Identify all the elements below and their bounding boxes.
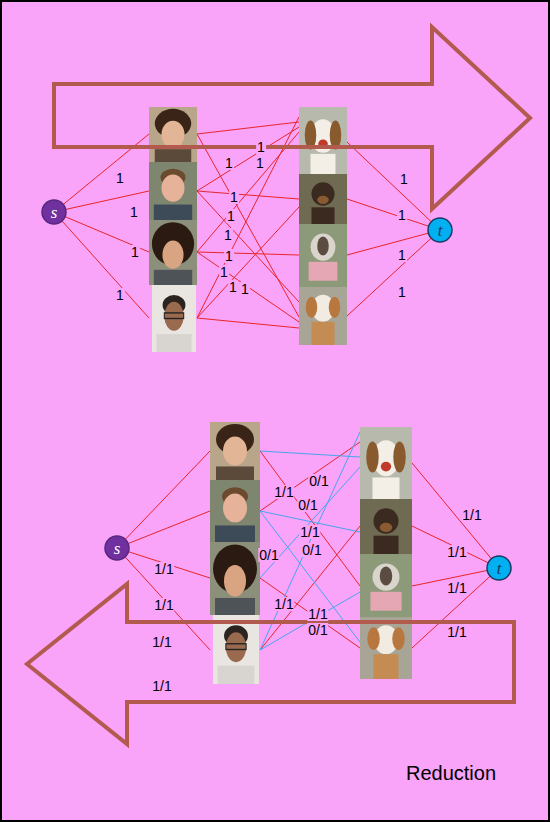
capacity-label: 0/1 — [308, 474, 329, 488]
capacity-label: 1 — [224, 249, 234, 263]
capacity-label: 1/1 — [446, 581, 467, 595]
sink-node: t — [486, 555, 512, 581]
capacity-label: 1 — [224, 156, 234, 170]
capacity-label: 1 — [228, 280, 238, 294]
capacity-label: 1/1 — [299, 525, 320, 539]
capacity-label: 0/1 — [307, 623, 328, 637]
source-node: s — [41, 199, 67, 225]
capacity-label: 1 — [115, 171, 125, 185]
capacity-label: 1 — [399, 172, 409, 186]
capacity-label: 0/1 — [301, 543, 322, 557]
node-label: t — [497, 560, 502, 577]
capacity-label: 1/1 — [307, 607, 328, 621]
capacity-label: 1/1 — [151, 679, 172, 693]
node-label: t — [438, 222, 443, 239]
capacity-label: 1/1 — [461, 508, 482, 522]
source-node: s — [104, 535, 130, 561]
capacity-label: 1/1 — [446, 625, 467, 639]
capacity-label: 1 — [229, 190, 239, 204]
capacity-label: 1 — [256, 140, 266, 154]
capacity-label: 1/1 — [153, 562, 174, 576]
capacity-label: 1 — [129, 205, 139, 219]
capacity-label: 1/1 — [273, 485, 294, 499]
capacity-label: 1/1 — [153, 598, 174, 612]
capacity-label: 1 — [240, 282, 250, 296]
node-label: s — [114, 540, 121, 557]
capacity-label: 1 — [397, 248, 407, 262]
capacity-label: 1/1 — [446, 545, 467, 559]
capacity-label: 1 — [115, 288, 125, 302]
capacity-label: 1 — [130, 245, 140, 259]
slide-label: Reduction — [405, 763, 497, 783]
capacity-label: 1 — [226, 209, 236, 223]
sink-node: t — [427, 217, 453, 243]
capacity-label: 0/1 — [258, 548, 279, 562]
capacity-label: 1 — [397, 208, 407, 222]
capacity-label: 1 — [255, 156, 265, 170]
capacity-label: 1/1 — [151, 635, 172, 649]
capacity-label: 1 — [219, 265, 229, 279]
capacity-label: 1/1 — [273, 597, 294, 611]
capacity-label: 1 — [397, 285, 407, 299]
capacity-label: 1 — [223, 228, 233, 242]
node-label: s — [51, 204, 58, 221]
capacity-label: 0/1 — [297, 498, 318, 512]
